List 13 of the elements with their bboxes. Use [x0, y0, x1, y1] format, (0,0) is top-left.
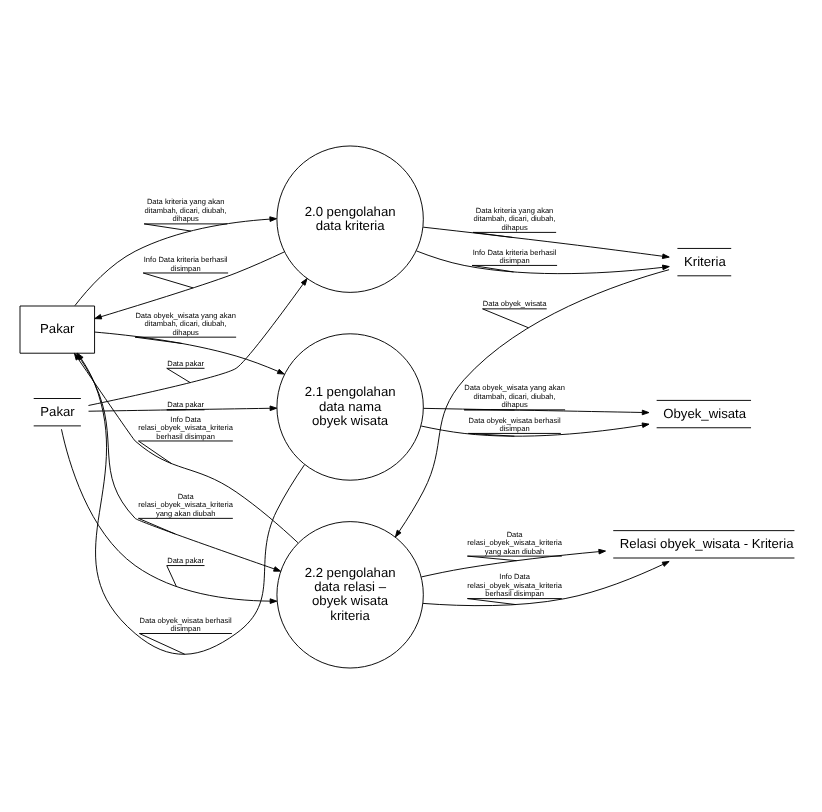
- arrow: [88, 404, 278, 411]
- arrow: [94, 250, 285, 319]
- arrow: [394, 268, 670, 537]
- arrow: [61, 427, 278, 603]
- arrow: [420, 421, 650, 436]
- arrow: [423, 406, 650, 415]
- arrow: [74, 215, 278, 306]
- arrow: [422, 559, 670, 606]
- arrow: [420, 547, 606, 577]
- arrow: [415, 249, 670, 274]
- arrow: [94, 330, 285, 374]
- arrow: [88, 277, 308, 405]
- arrow: [422, 225, 670, 259]
